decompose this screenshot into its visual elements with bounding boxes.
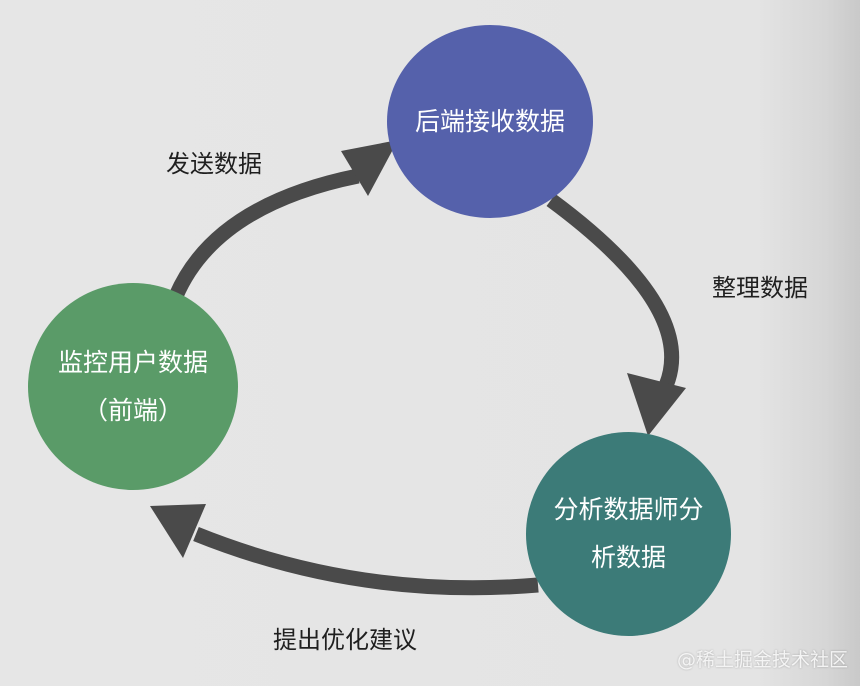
node-frontend-label-line2: （前端）: [82, 395, 183, 425]
node-backend-receive: 后端接收数据: [387, 25, 593, 218]
node-analyst-label-line1: 分析数据师分: [553, 495, 704, 524]
arrow-organize-head: [627, 373, 686, 436]
arrow-send: [169, 168, 360, 300]
edge-label-send: 发送数据: [166, 150, 262, 178]
arrow-send-head: [341, 140, 398, 196]
edge-label-organize: 整理数据: [712, 274, 808, 302]
node-frontend-label-line1: 监控用户数据: [57, 347, 208, 377]
edge-label-suggest: 提出优化建议: [273, 626, 417, 654]
watermark: @稀土掘金技术社区: [676, 649, 848, 671]
node-frontend-monitor: 监控用户数据 （前端）: [28, 283, 238, 490]
node-analyst-label-line2: 析数据: [590, 543, 666, 572]
node-analyst: 分析数据师分 析数据: [526, 432, 731, 636]
arrow-suggest: [193, 527, 539, 596]
arrow-suggest-head: [150, 504, 206, 558]
node-backend-label: 后端接收数据: [414, 106, 565, 136]
arrow-organize: [546, 193, 680, 392]
